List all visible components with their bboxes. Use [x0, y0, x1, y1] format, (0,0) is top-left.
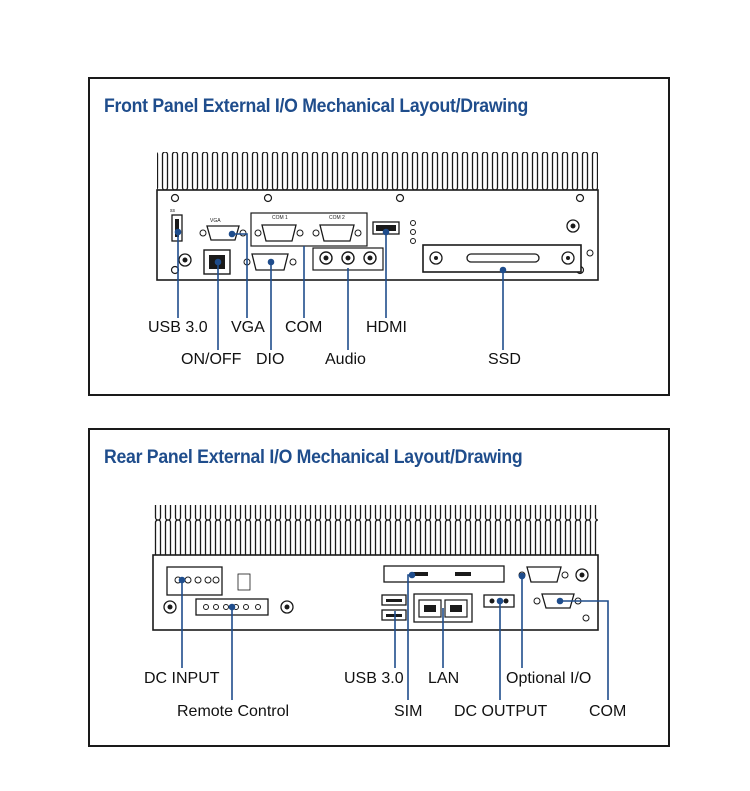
front-chassis: ss VGA COM 1 COM 2 — [156, 152, 599, 281]
rear-antenna-icon-mid — [280, 600, 294, 614]
callout-front-ssd: SSD — [488, 351, 521, 368]
rear-antenna-icon-right — [575, 568, 589, 582]
rear-antenna-icon-left — [163, 600, 177, 614]
callout-front-com: COM — [285, 319, 323, 336]
callout-rear-dc-input: DC INPUT — [144, 670, 220, 687]
front-screws — [170, 193, 585, 275]
callout-front-hdmi: HDMI — [366, 319, 407, 336]
rear-callout-lines — [178, 571, 609, 700]
svg-text:COM 1: COM 1 — [272, 215, 288, 221]
audio-jacks-icon — [312, 247, 384, 271]
com1-port-icon: COM 1 — [254, 215, 304, 242]
callout-rear-optional-io: Optional I/O — [506, 670, 592, 687]
callout-front-vga: VGA — [231, 319, 265, 336]
rear-chassis — [152, 505, 599, 631]
callout-front-dio: DIO — [256, 351, 285, 368]
callout-front-usb: USB 3.0 — [148, 319, 208, 336]
front-antenna-icon-right — [566, 219, 580, 233]
front-callout-lines — [174, 228, 507, 350]
rear-usb-ports-icon — [381, 594, 407, 621]
svg-text:VGA: VGA — [210, 218, 221, 224]
sim-cover-icon — [383, 565, 505, 583]
front-usb-port-icon: ss — [170, 208, 183, 242]
svg-text:COM 2: COM 2 — [329, 215, 345, 221]
hdmi-port-icon — [372, 221, 400, 235]
front-panel-title: Front Panel External I/O Mechanical Layo… — [104, 96, 528, 117]
callout-rear-usb: USB 3.0 — [344, 670, 404, 687]
callout-rear-com: COM — [589, 703, 627, 720]
callout-front-onoff: ON/OFF — [181, 351, 242, 368]
svg-text:ss: ss — [170, 208, 176, 214]
callout-rear-dc-output: DC OUTPUT — [454, 703, 548, 720]
callout-rear-lan: LAN — [428, 670, 460, 687]
callout-front-audio: Audio — [325, 351, 366, 368]
com2-port-icon: COM 2 — [312, 215, 362, 242]
status-led-icons — [410, 220, 416, 244]
callout-rear-remote: Remote Control — [177, 703, 290, 720]
callout-rear-sim: SIM — [394, 703, 423, 720]
front-antenna-icon-left — [178, 253, 192, 267]
rear-panel-title: Rear Panel External I/O Mechanical Layou… — [104, 447, 523, 468]
